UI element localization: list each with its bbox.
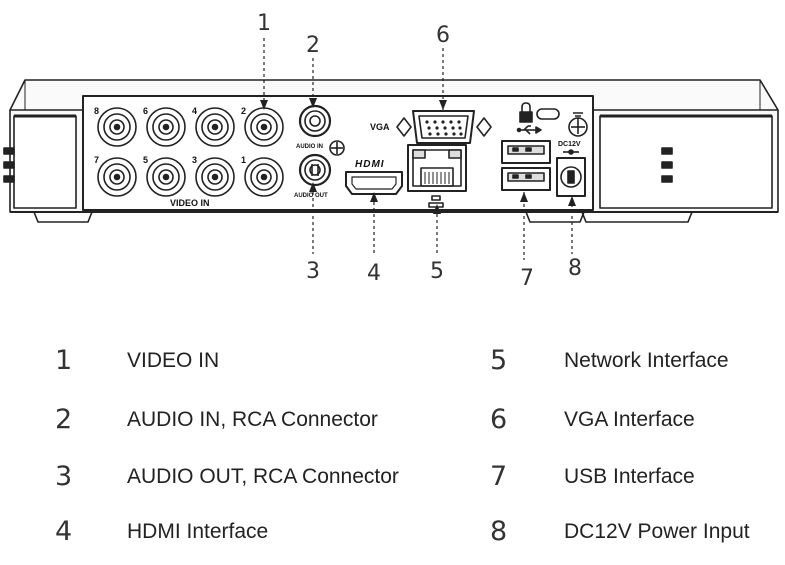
hdmi-port [345,171,403,195]
callout-number-1: 1 [257,11,271,36]
port-number-label: 8 [94,106,99,116]
legend-label: DC12V Power Input [564,520,750,543]
legend-number: 3 [55,461,73,492]
arrowhead-8 [568,196,576,206]
bnc-connector-3 [195,157,235,197]
port-number-label: 2 [241,106,246,116]
port-number-label: 3 [192,155,197,165]
bnc-connector-2 [244,107,284,147]
bnc-connector-1 [244,157,284,197]
legend-label: AUDIO OUT, RCA Connector [127,465,399,488]
kensington-lock-icon [519,102,533,123]
arrowhead-7 [520,192,528,202]
bnc-connector-7 [97,157,137,197]
legend-item-6: 6 VGA Interface [490,403,780,437]
callout-number-7: 7 [520,266,534,291]
legend-item-1: 1 VIDEO IN [0,344,400,378]
legend-number: 1 [55,345,73,376]
callout-number-6: 6 [436,23,450,48]
bnc-connector-6 [146,107,186,147]
legend-number: 7 [490,461,508,492]
audio-out-rca-connector [298,153,332,187]
usb-port-top [501,140,551,164]
legend-item-5: 5 Network Interface [490,344,780,378]
legend-number: 2 [55,404,73,435]
arrowhead-1 [260,100,268,110]
network-rj45-port [407,144,467,192]
vga-port [396,110,492,144]
legend-label: HDMI Interface [127,520,269,543]
callout-number-2: 2 [306,33,320,58]
callout-number-5: 5 [430,259,444,284]
lock-slot [536,108,560,120]
port-number-label: 5 [143,155,148,165]
legend-item-7: 7 USB Interface [490,460,780,494]
legend-label: Network Interface [564,349,729,372]
legend-item-4: 4 HDMI Interface [0,515,440,549]
bnc-connector-5 [146,157,186,197]
legend-number: 6 [490,404,508,435]
port-number-label: 7 [94,155,99,165]
port-number-label: 6 [143,106,148,116]
bnc-connector-8 [97,107,137,147]
port-number-label: 4 [192,106,197,116]
arrowhead-3 [309,182,317,192]
device-chassis [3,79,779,223]
bnc-connector-4 [195,107,235,147]
arrowhead-5 [433,204,441,214]
audio-in-panel-label: AUDIO IN [296,144,323,150]
video-in-panel-label: VIDEO IN [170,198,210,208]
legend-item-3: 3 AUDIO OUT, RCA Connector [0,460,440,494]
arrowhead-6 [439,100,447,110]
legend-item-2: 2 AUDIO IN, RCA Connector [0,403,440,437]
arrowhead-4 [370,192,378,202]
bottom-port-numbers: 7 5 3 1 [94,155,246,165]
legend-number: 4 [55,516,73,547]
legend-number: 8 [490,516,508,547]
port-number-label: 1 [241,155,246,165]
callout-number-3: 3 [306,259,320,284]
audio-in-rca-connector [298,104,332,138]
callout-number-8: 8 [568,256,582,281]
usb-port-bottom [501,167,551,191]
dc12v-panel-label: DC12V [558,141,581,148]
polarity-icon [563,149,579,155]
legend-label: USB Interface [564,465,695,488]
dc-power-jack [556,157,586,197]
top-port-numbers: 8 6 4 2 [94,106,246,116]
legend-label: AUDIO IN, RCA Connector [127,408,378,431]
ground-screw-icon [568,112,588,137]
arrowhead-2 [309,98,317,108]
audio-out-panel-label: AUDIO OUT [294,193,328,199]
ground-symbol-icon [329,140,345,156]
vga-panel-label: VGA [370,122,390,132]
device-rear-panel-diagram: 8 6 4 2 7 5 3 1 VIDEO IN AUDIO IN AUDIO … [3,11,779,291]
legend-item-8: 8 DC12V Power Input [490,515,780,549]
usb-icon [516,125,542,135]
callout-number-4: 4 [367,261,381,286]
hdmi-panel-logo: HDMI [355,159,385,170]
legend-label: VIDEO IN [127,349,220,372]
legend-number: 5 [490,345,508,376]
legend-label: VGA Interface [564,408,695,431]
